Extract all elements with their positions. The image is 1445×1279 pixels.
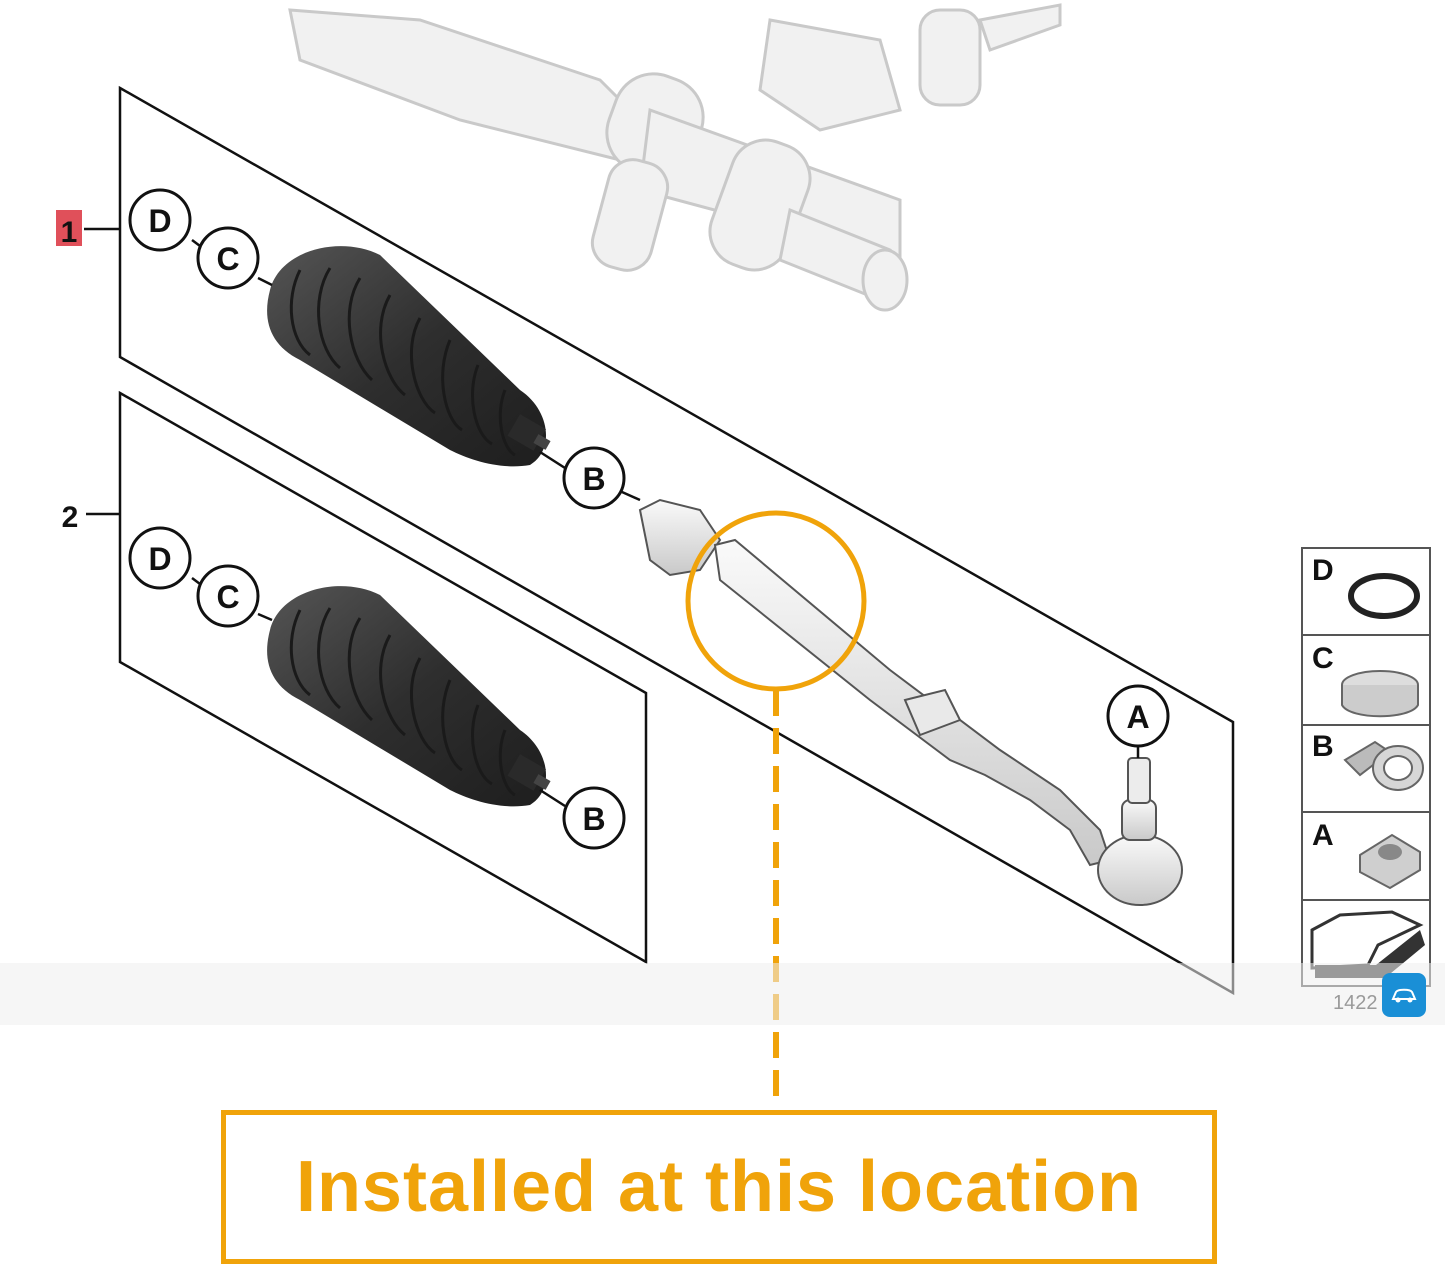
- callout-a: A: [1106, 684, 1170, 748]
- tie-rod-assembly: [638, 498, 1183, 906]
- clamp-band-icon: [1341, 670, 1419, 718]
- steering-rack-background: [288, 3, 1062, 312]
- legend-a-label: A: [1312, 819, 1334, 852]
- steering-boot-2: [267, 586, 551, 807]
- callout-c-1: C: [196, 226, 260, 290]
- callout-d-2: D: [128, 526, 192, 590]
- figure-number: 1422: [1333, 992, 1378, 1014]
- group-1-marker: 1: [56, 210, 120, 249]
- o-ring-icon: [1348, 573, 1420, 619]
- callout-a-label: A: [1126, 699, 1149, 735]
- callout-d-1-label: D: [148, 203, 171, 239]
- clamp-hose-icon: [1343, 740, 1424, 791]
- group-2-panel: [118, 390, 648, 965]
- callout-b-2: B: [562, 786, 626, 850]
- location-highlight: [685, 510, 867, 1108]
- group-2-label: 2: [62, 501, 79, 534]
- callout-d-2-label: D: [148, 541, 171, 577]
- callout-c-2: C: [196, 564, 260, 628]
- installation-note-box: Installed at this location: [221, 1110, 1217, 1264]
- car-logo-icon: [1382, 973, 1426, 1017]
- hex-nut-icon: [1359, 833, 1421, 890]
- callout-c-1-label: C: [216, 241, 239, 277]
- translucent-band: [0, 963, 1445, 1025]
- legend-c-label: C: [1312, 642, 1334, 675]
- steering-boot-1: [267, 246, 551, 467]
- callout-b-1-label: B: [582, 461, 605, 497]
- callout-c-2-label: C: [216, 579, 239, 615]
- callout-b-1: B: [562, 446, 626, 510]
- parts-legend: D C B A: [1301, 547, 1431, 987]
- installation-note-text: Installed at this location: [295, 1147, 1143, 1227]
- group-1-label: 1: [61, 216, 78, 249]
- legend-d-label: D: [1312, 554, 1334, 587]
- group-2-marker: 2: [62, 501, 120, 534]
- callout-d-1: D: [128, 188, 192, 252]
- callout-b-2-label: B: [582, 801, 605, 837]
- legend-b-label: B: [1312, 730, 1334, 763]
